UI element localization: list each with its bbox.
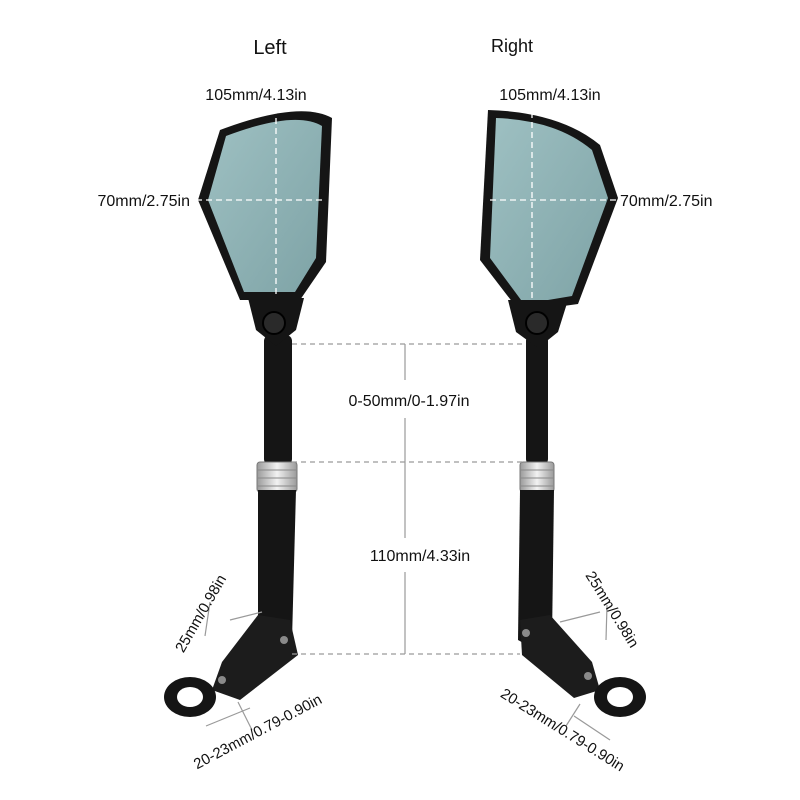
right-height-label: 70mm/2.75in — [620, 193, 713, 210]
left-title: Left — [253, 37, 287, 59]
left-mirror-icon — [164, 111, 332, 717]
dimension-lines — [204, 343, 611, 741]
left-clamp-width-label: 25mm/0.98in — [172, 572, 230, 656]
arm-length-label: 110mm/4.33in — [370, 548, 470, 565]
right-title: Right — [491, 36, 533, 56]
right-width-label: 105mm/4.13in — [499, 87, 600, 104]
right-mirror-icon — [480, 110, 646, 717]
extension-label: 0-50mm/0-1.97in — [349, 393, 470, 410]
right-clamp-width-label: 25mm/0.98in — [582, 568, 642, 651]
left-height-label: 70mm/2.75in — [98, 193, 191, 210]
left-width-label: 105mm/4.13in — [205, 87, 306, 104]
